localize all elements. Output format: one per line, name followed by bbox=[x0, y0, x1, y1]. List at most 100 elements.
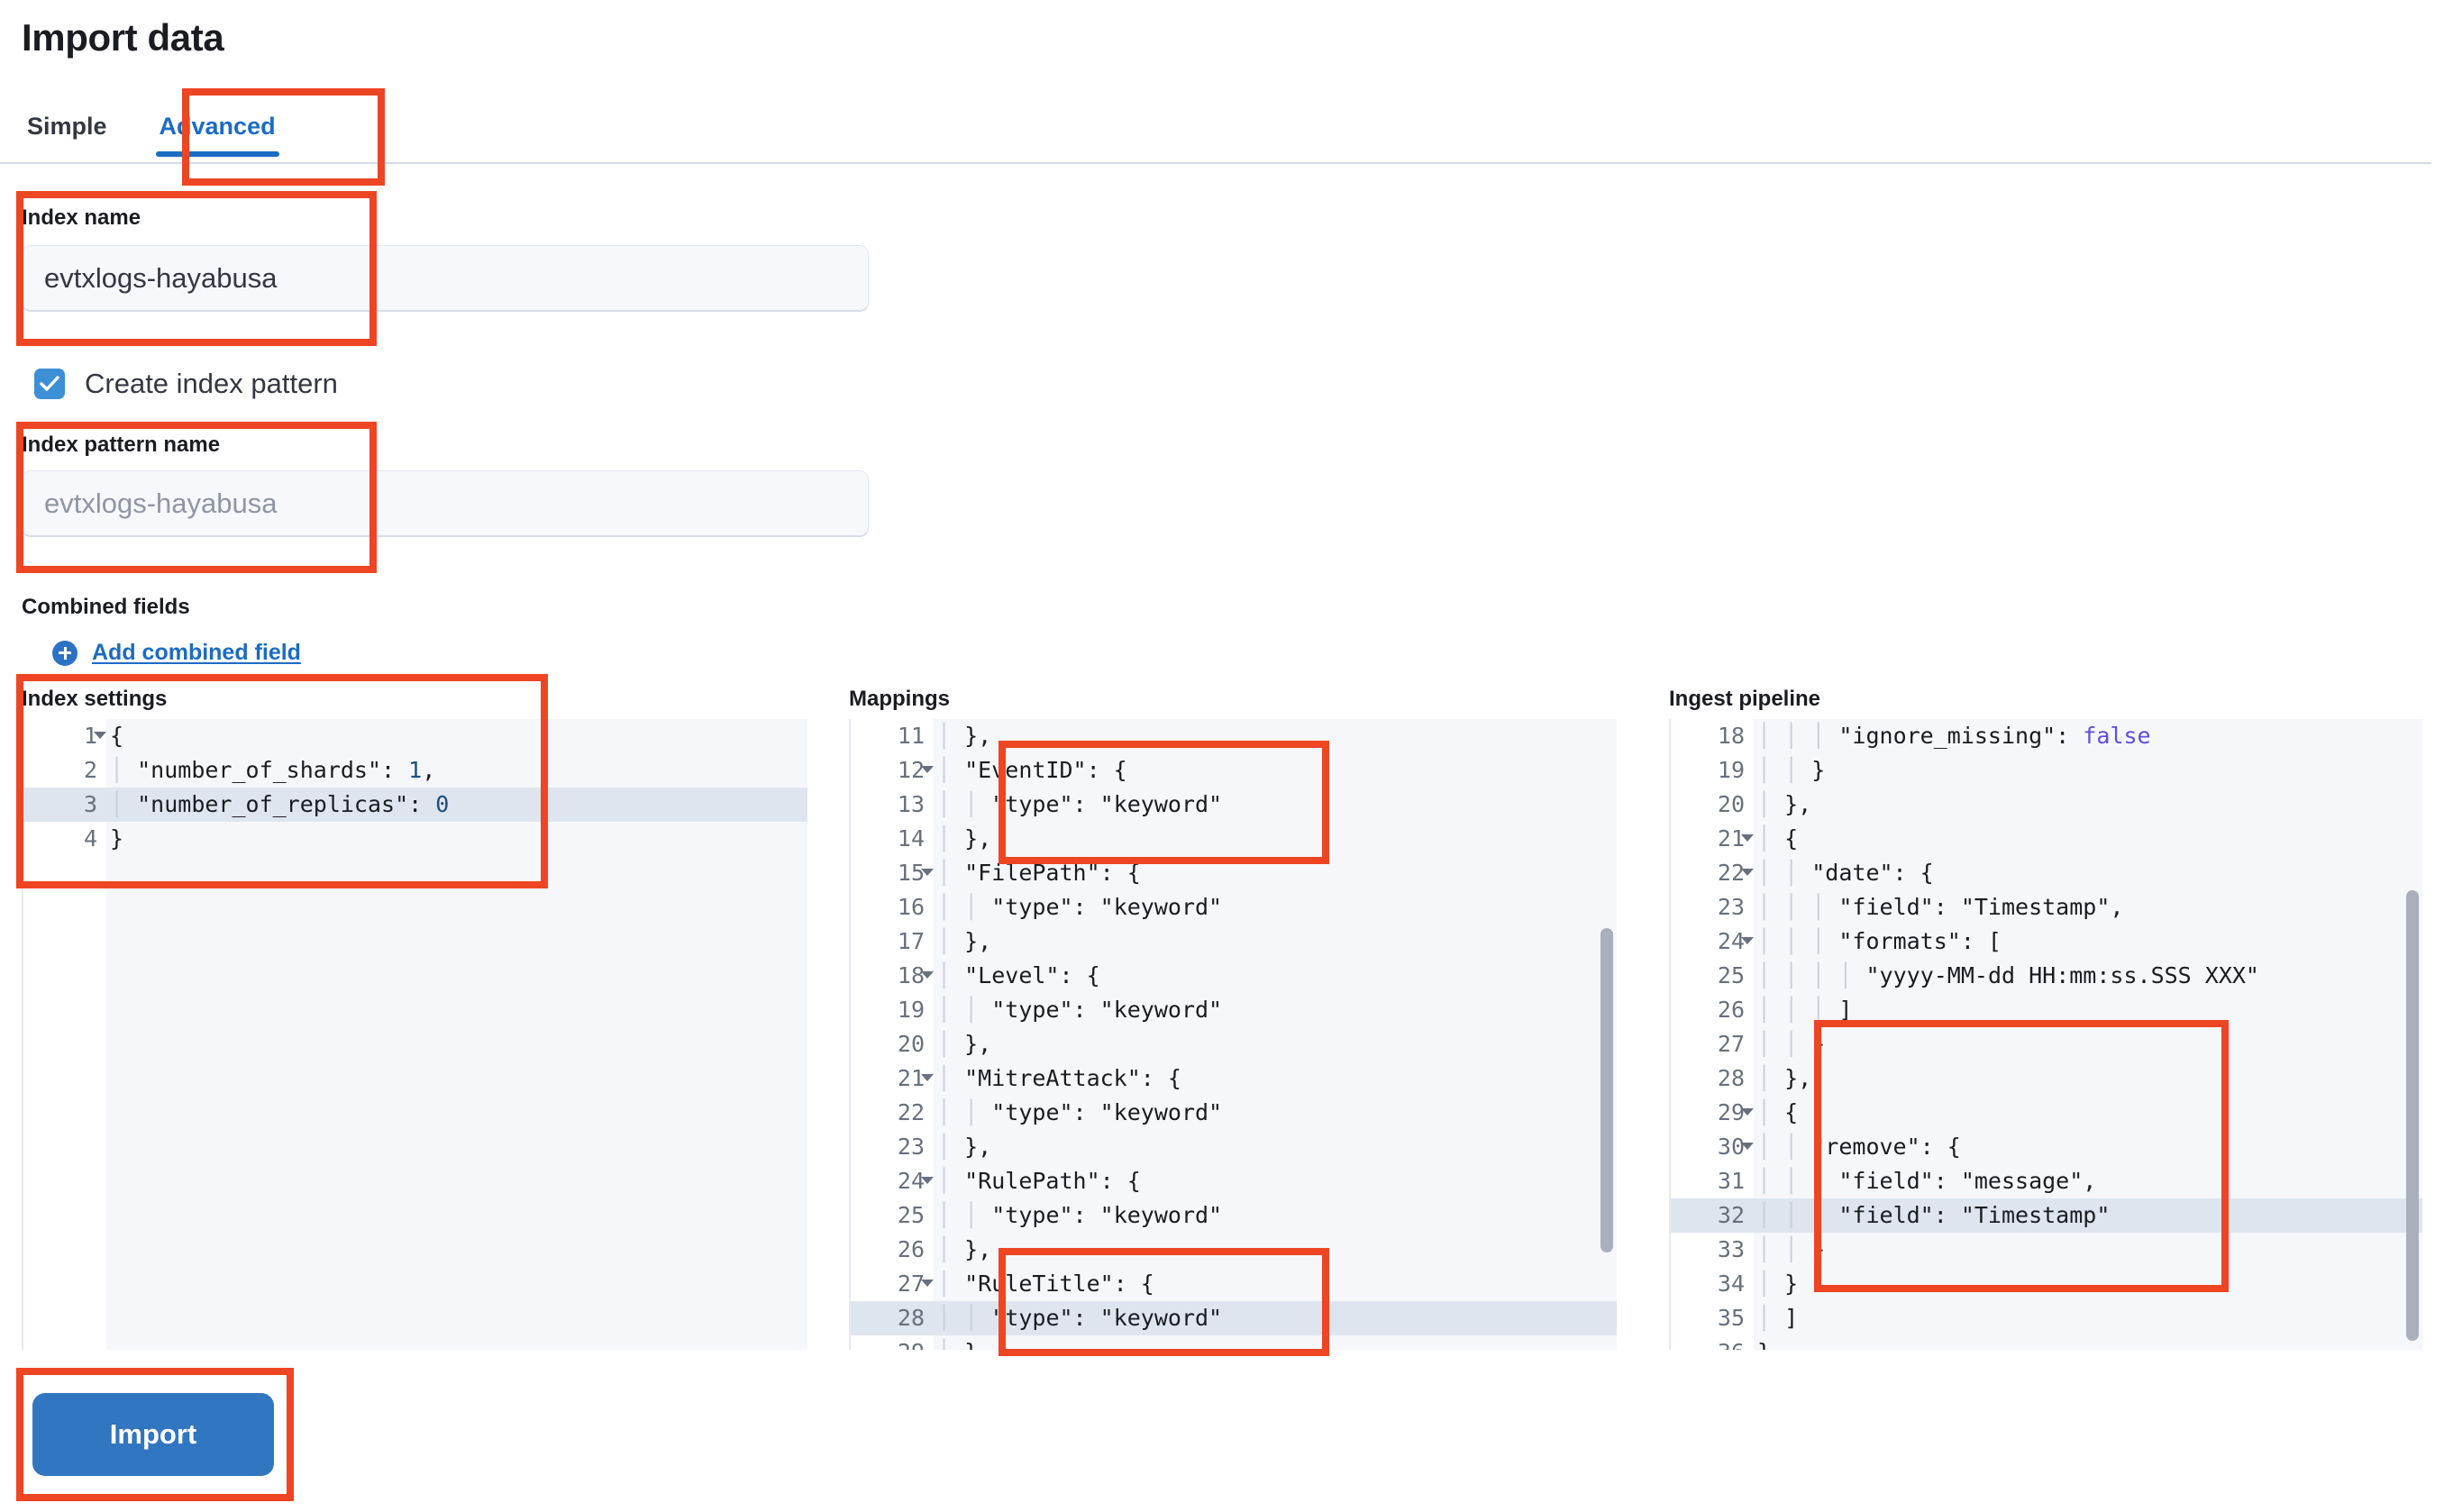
line-number: 16 bbox=[897, 894, 925, 920]
code-line[interactable]: 28│ │ "type": "keyword" bbox=[851, 1301, 1617, 1335]
import-button[interactable]: Import bbox=[32, 1393, 274, 1476]
fold-arrow-icon[interactable] bbox=[94, 732, 106, 739]
index-name-input[interactable] bbox=[22, 245, 869, 312]
code-line[interactable]: 30│ │ "remove": { bbox=[1671, 1130, 2422, 1164]
code-text: │ │ "type": "keyword" bbox=[937, 1305, 1223, 1331]
line-number: 18 bbox=[897, 962, 925, 988]
add-combined-field-button[interactable]: Add combined field bbox=[52, 640, 301, 666]
index-name-label: Index name bbox=[22, 205, 141, 230]
fold-arrow-icon[interactable] bbox=[921, 869, 934, 876]
code-line[interactable]: 17│ }, bbox=[851, 925, 1617, 959]
code-line[interactable]: 18│ │ │ "ignore_missing": false bbox=[1671, 719, 2422, 753]
fold-arrow-icon[interactable] bbox=[1741, 1108, 1754, 1116]
line-number: 29 bbox=[1717, 1099, 1745, 1125]
code-line[interactable]: 27│ "RuleTitle": { bbox=[851, 1267, 1617, 1301]
mappings-editor[interactable]: 11│ },12│ "EventID": {13│ │ "type": "key… bbox=[849, 719, 1617, 1350]
code-line[interactable]: 12│ "EventID": { bbox=[851, 753, 1617, 788]
index-settings-editor[interactable]: 1{2│ "number_of_shards": 1,3│ "number_of… bbox=[22, 719, 807, 1350]
code-line[interactable]: 31 │ │ │ "field": "message", bbox=[1671, 1164, 2422, 1198]
code-line[interactable]: 32│ │ │ "field": "Timestamp" bbox=[1671, 1198, 2422, 1233]
line-number: 19 bbox=[897, 997, 925, 1023]
code-line[interactable]: 4} bbox=[23, 822, 807, 856]
code-line[interactable]: 26│ }, bbox=[851, 1233, 1617, 1267]
code-line[interactable]: 1{ bbox=[23, 719, 807, 753]
mappings-code[interactable]: 11│ },12│ "EventID": {13│ │ "type": "key… bbox=[851, 719, 1617, 1350]
line-number: 31 bbox=[1717, 1168, 1745, 1194]
code-line[interactable]: 25│ │ │ │ "yyyy-MM-dd HH:mm:ss.SSS XXX" bbox=[1671, 959, 2422, 993]
fold-arrow-icon[interactable] bbox=[921, 1177, 934, 1184]
tab-divider bbox=[0, 162, 2431, 164]
fold-arrow-icon[interactable] bbox=[921, 766, 934, 773]
tab-advanced[interactable]: Advanced bbox=[140, 114, 296, 157]
fold-arrow-icon[interactable] bbox=[1741, 937, 1754, 944]
code-text: │ │ } bbox=[1757, 757, 1826, 783]
code-line[interactable]: 26 │ │ │ ] bbox=[1671, 993, 2422, 1027]
code-text: │ }, bbox=[1757, 791, 1812, 817]
code-line[interactable]: 20│ }, bbox=[851, 1027, 1617, 1061]
line-number: 21 bbox=[897, 1065, 925, 1091]
code-line[interactable]: 15│ "FilePath": { bbox=[851, 856, 1617, 890]
code-line[interactable]: 28│ }, bbox=[1671, 1061, 2422, 1096]
code-line[interactable]: 18│ "Level": { bbox=[851, 959, 1617, 993]
fold-arrow-icon[interactable] bbox=[921, 1280, 934, 1287]
code-line[interactable]: 34│ } bbox=[1671, 1267, 2422, 1301]
fold-arrow-icon[interactable] bbox=[1741, 834, 1754, 842]
code-line[interactable]: 22│ │ "date": { bbox=[1671, 856, 2422, 890]
combined-fields-label: Combined fields bbox=[22, 595, 190, 619]
code-line[interactable]: 27│ │ } bbox=[1671, 1027, 2422, 1061]
code-line[interactable]: 21│ "MitreAttack": { bbox=[851, 1061, 1617, 1096]
code-line[interactable]: 25│ │ "type": "keyword" bbox=[851, 1198, 1617, 1233]
code-text: │ │ │ ] bbox=[1757, 997, 1853, 1023]
code-line[interactable]: 20│ }, bbox=[1671, 788, 2422, 822]
line-number: 32 bbox=[1671, 1198, 1754, 1233]
line-number: 26 bbox=[1717, 997, 1745, 1023]
code-text: │ "FilePath": { bbox=[937, 860, 1141, 886]
line-number: 23 bbox=[1717, 894, 1745, 920]
line-number: 25 bbox=[1717, 962, 1745, 988]
index-settings-code[interactable]: 1{2│ "number_of_shards": 1,3│ "number_of… bbox=[23, 719, 807, 856]
code-text: } bbox=[1757, 1335, 1771, 1350]
line-number: 3 bbox=[23, 788, 106, 822]
mappings-scrollbar[interactable] bbox=[1600, 928, 1613, 1252]
code-line[interactable]: 2│ "number_of_shards": 1, bbox=[23, 753, 807, 788]
tab-simple[interactable]: Simple bbox=[27, 113, 107, 140]
code-line[interactable]: 24│ "RulePath": { bbox=[851, 1164, 1617, 1198]
code-line[interactable]: 14│ }, bbox=[851, 822, 1617, 856]
code-line[interactable]: 23│ }, bbox=[851, 1130, 1617, 1164]
fold-arrow-icon[interactable] bbox=[1741, 1143, 1754, 1150]
code-line[interactable]: 21│ { bbox=[1671, 822, 2422, 856]
code-text: │ │ } bbox=[1757, 1236, 1826, 1262]
code-line[interactable]: 22│ │ "type": "keyword" bbox=[851, 1096, 1617, 1130]
code-text: │ │ │ "field": "message", bbox=[1757, 1168, 2097, 1194]
code-line[interactable]: 35│ ] bbox=[1671, 1301, 2422, 1335]
line-number: 24 bbox=[897, 1168, 925, 1194]
code-text: │ │ │ "ignore_missing": false bbox=[1757, 723, 2151, 749]
code-line[interactable]: 3│ "number_of_replicas": 0 bbox=[23, 788, 807, 822]
fold-arrow-icon[interactable] bbox=[1741, 869, 1754, 876]
index-pattern-name-input[interactable] bbox=[22, 470, 869, 537]
code-line[interactable]: 24│ │ │ "formats": [ bbox=[1671, 925, 2422, 959]
code-line[interactable]: 33│ │ } bbox=[1671, 1233, 2422, 1267]
code-line[interactable]: 13│ │ "type": "keyword" bbox=[851, 788, 1617, 822]
code-line[interactable]: 19│ │ "type": "keyword" bbox=[851, 993, 1617, 1027]
code-text: │ "number_of_shards": 1, bbox=[110, 757, 436, 783]
code-line[interactable]: 36} bbox=[1671, 1335, 2422, 1350]
create-index-pattern-row[interactable]: Create index pattern bbox=[34, 368, 338, 400]
ingest-pipeline-scrollbar[interactable] bbox=[2406, 890, 2419, 1341]
line-number: 30 bbox=[1717, 1134, 1745, 1160]
fold-arrow-icon[interactable] bbox=[921, 1074, 934, 1081]
code-line[interactable]: 11│ }, bbox=[851, 719, 1617, 753]
checkbox-checked-icon[interactable] bbox=[34, 369, 65, 399]
fold-arrow-icon[interactable] bbox=[921, 971, 934, 979]
code-line[interactable]: 16│ │ "type": "keyword" bbox=[851, 890, 1617, 925]
code-text: { bbox=[110, 723, 124, 749]
code-line[interactable]: 19│ │ } bbox=[1671, 753, 2422, 788]
line-number: 25 bbox=[897, 1202, 925, 1228]
code-line[interactable]: 23│ │ │ "field": "Timestamp", bbox=[1671, 890, 2422, 925]
code-line[interactable]: 29│ }, bbox=[851, 1335, 1617, 1350]
line-number: 22 bbox=[1717, 860, 1745, 886]
code-line[interactable]: 29│ { bbox=[1671, 1096, 2422, 1130]
tab-bar: Simple Advanced bbox=[23, 97, 296, 157]
